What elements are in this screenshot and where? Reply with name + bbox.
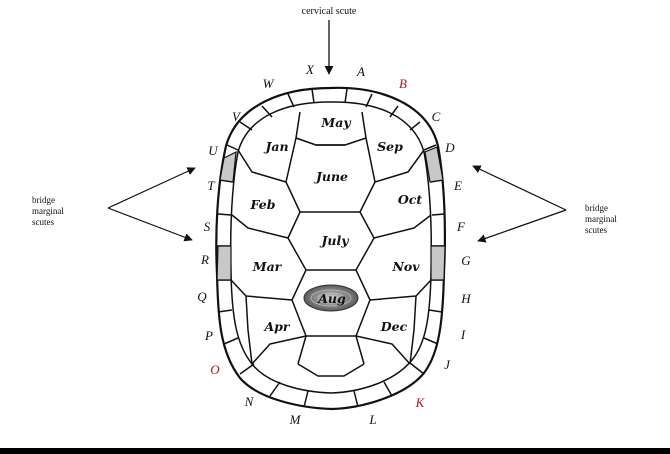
marginal-divider (431, 213, 446, 216)
scute-grid (230, 111, 432, 377)
marginal-label-s: S (204, 219, 211, 234)
scute-label-oct: Oct (398, 192, 422, 207)
scute-label-sep: Sep (377, 139, 403, 154)
marginal-label-l: L (368, 412, 376, 427)
left-label-line-1: bridge (32, 195, 55, 205)
marginal-divider (383, 381, 393, 397)
marginal-label-k: K (415, 395, 426, 410)
scute-label-apr: Apr (263, 319, 290, 334)
aug-oval-icon (303, 284, 359, 312)
left-costal-2 (231, 214, 289, 239)
marginal-divider (239, 363, 255, 375)
vertebral-july (287, 211, 375, 271)
vertebral-bottom (297, 335, 365, 365)
right-costal-1 (374, 149, 425, 183)
right-costal-4 (409, 295, 417, 365)
scute-label-feb: Feb (250, 197, 276, 212)
marginal-label-d: D (444, 140, 455, 155)
left-label-line-3: scutes (32, 217, 54, 227)
left-label-line-2: marginal (32, 206, 64, 216)
scute-label-aug: Aug (317, 291, 346, 306)
marginal-label-q: Q (197, 289, 207, 304)
marginal-label-x: X (305, 62, 315, 77)
marginal-divider (344, 88, 348, 104)
bridge-scute-left-lower (216, 245, 232, 281)
marginal-divider (365, 93, 373, 108)
bridge-scute-left-upper (219, 150, 237, 183)
marginal-divider (389, 105, 399, 118)
bridge-arrows (107, 165, 567, 243)
left-costal-4 (245, 295, 253, 365)
marginal-divider (226, 144, 239, 151)
bridge-scute-right-lower (430, 245, 446, 281)
inner-boundary (229, 101, 433, 394)
marginal-divider (311, 88, 315, 104)
marginal-label-a: A (356, 64, 365, 79)
vertebral-aug (291, 269, 371, 337)
marginal-label-w: W (263, 76, 275, 91)
left-costal-1 (237, 149, 287, 183)
marginal-divider (423, 337, 439, 345)
marginal-label-n: N (244, 394, 255, 409)
scute-label-nov: Nov (391, 259, 420, 274)
marginal-label-b: B (399, 76, 407, 91)
marginal-divider (223, 337, 239, 345)
marginal-label-m: M (289, 412, 302, 427)
marginal-divider (428, 309, 443, 313)
aug-marker (303, 284, 359, 312)
marginal-label-r: R (200, 252, 209, 267)
left-arrow-lower (107, 207, 193, 242)
marginal-label-t: T (207, 178, 215, 193)
marginal-divider (353, 390, 359, 408)
scute-label-may: May (320, 115, 351, 130)
marginal-label-i: I (460, 327, 466, 342)
marginal-divider (239, 121, 253, 131)
scute-label-dec: Dec (380, 319, 408, 334)
marginal-label-e: E (453, 178, 462, 193)
scute-label-jan: Jan (263, 139, 288, 154)
marginal-divider (217, 309, 233, 313)
marginal-divider (269, 381, 281, 397)
right-arrow-lower (477, 209, 567, 243)
marginal-divider (217, 213, 232, 216)
right-side-label: bridge marginal scutes (585, 203, 619, 235)
right-label-line-3: scutes (585, 225, 607, 235)
month-labels: May Jan Sep June Feb Oct July Mar Nov Au… (250, 115, 423, 334)
marginal-label-c: C (432, 109, 441, 124)
marginal-labels: X A B W V C U D T E S F R G Q H P I O J … (197, 62, 471, 427)
marginal-label-g: G (461, 253, 471, 268)
vertebral-june (285, 137, 376, 213)
marginal-label-h: H (460, 291, 471, 306)
cervical-scute-label: cervical scute (302, 6, 357, 17)
marginal-label-u: U (208, 143, 219, 158)
left-lower (251, 335, 307, 365)
right-label-line-2: marginal (585, 214, 617, 224)
right-costal-2 (373, 214, 432, 239)
scute-label-june: June (314, 169, 348, 184)
marginal-label-v: V (232, 109, 242, 124)
left-arrow-upper (107, 167, 196, 209)
marginal-divider (261, 105, 273, 118)
marginal-divider (287, 93, 295, 108)
bridge-scute-right-upper (424, 146, 444, 183)
scute-label-mar: Mar (252, 259, 283, 274)
marginal-label-j: J (444, 357, 451, 372)
right-arrow-upper (472, 165, 567, 211)
marginal-divider (423, 144, 437, 151)
marginal-divider (303, 390, 309, 408)
marginal-label-o: O (210, 362, 220, 377)
left-side-label: bridge marginal scutes (32, 195, 66, 227)
marginal-divider (409, 121, 421, 131)
scute-label-july: July (319, 233, 349, 248)
marginal-label-f: F (456, 219, 466, 234)
marginal-divider (409, 362, 425, 375)
lower-vertebral (297, 363, 365, 377)
right-label-line-1: bridge (585, 203, 608, 213)
right-lower (355, 335, 411, 365)
marginal-label-p: P (204, 328, 213, 343)
